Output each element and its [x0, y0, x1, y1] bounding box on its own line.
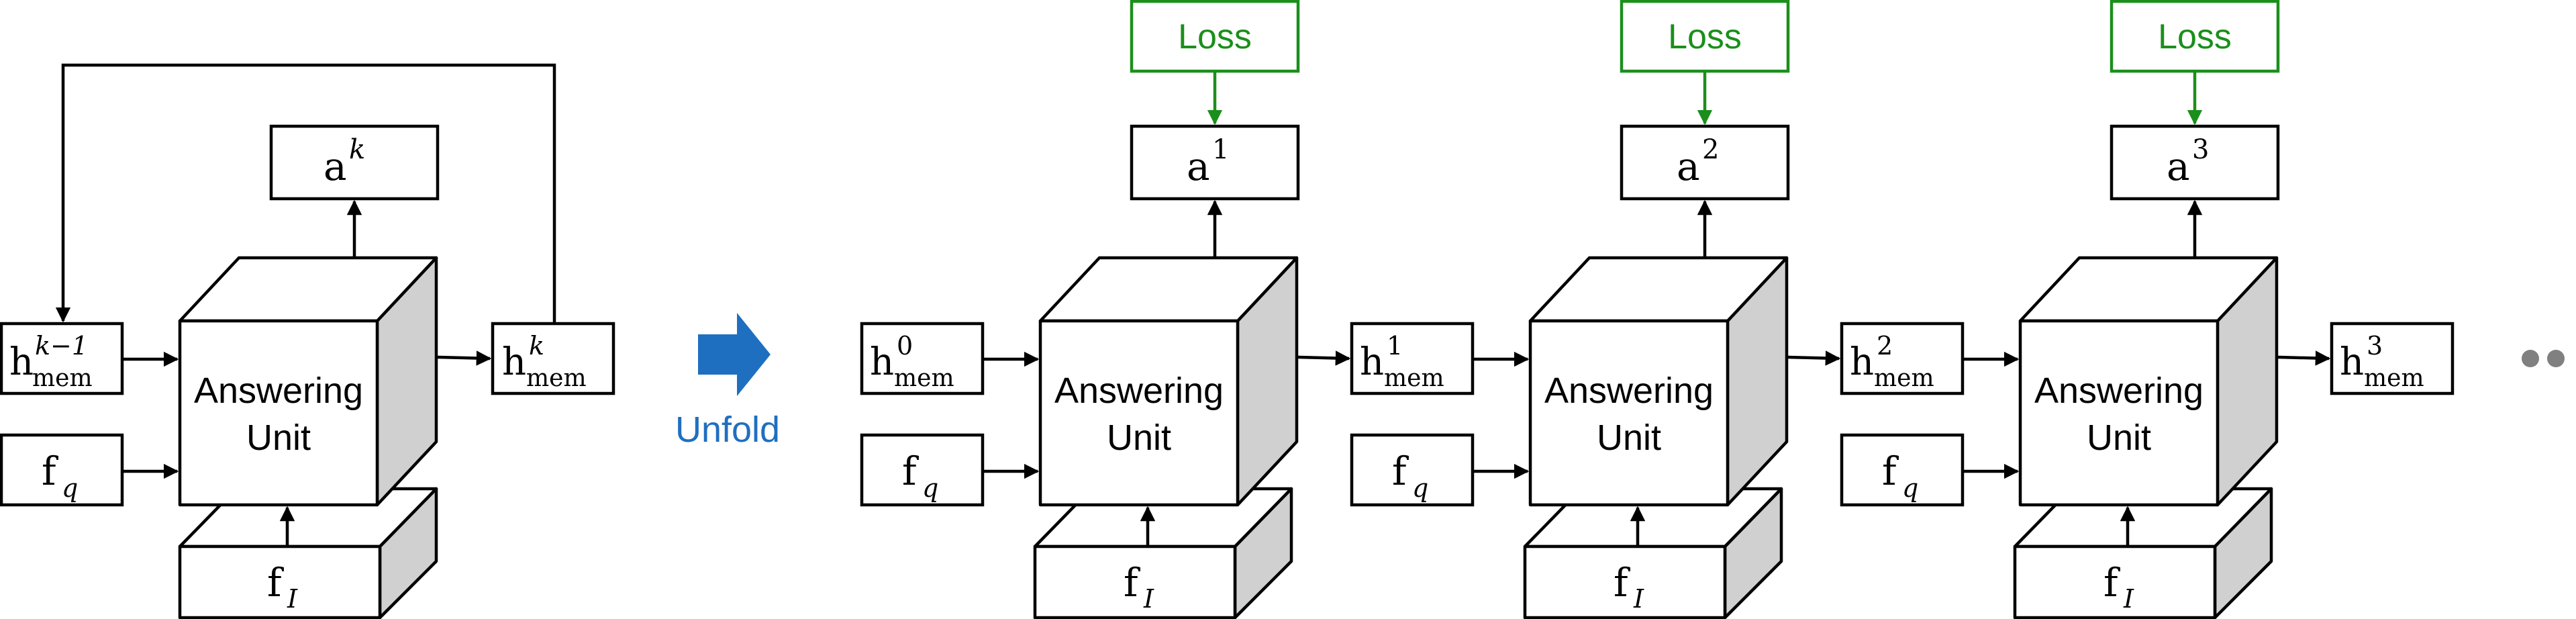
fq-sub-step3: q [1902, 473, 1918, 503]
hout-sub: mem [526, 365, 587, 392]
fq-base-step3: f [1882, 448, 1899, 494]
image-feature-block-front [178, 544, 382, 619]
h-mem-step1-in-sub: mem [894, 365, 954, 392]
unit-to-next-h-arrow-step1 [1297, 350, 1351, 366]
unfold-label: Unfold [675, 410, 780, 450]
fi-sub-step3: I [2123, 584, 2134, 614]
out-sup-step3: 3 [2192, 134, 2209, 165]
h-mem-step3-in-sub: mem [1874, 365, 1934, 392]
unfold-arrow-icon [698, 313, 771, 396]
out-base-step3: a [2167, 144, 2190, 189]
answering-unit-front-step1 [1038, 319, 1240, 507]
unit-to-hout-arrow [437, 350, 492, 366]
h-mem-step1-in-sup: 0 [897, 331, 913, 361]
h-mem-step1-in-box [860, 322, 985, 395]
ak-sup: k [349, 134, 365, 165]
out-sup-step1: 1 [1212, 134, 1229, 165]
hin-sup: k−1 [35, 331, 88, 361]
answering-unit-label2-step3: Unit [2087, 418, 2151, 458]
answering-unit-front [178, 319, 379, 507]
loss-box-step3 [2110, 0, 2280, 73]
h-mem-final-sup: 3 [2367, 331, 2383, 361]
hin-base: h [9, 340, 34, 384]
answering-unit-label1-step1: Answering [1054, 371, 1224, 411]
rolled-network: f I Answering Unit a k h k−1 mem f q h [0, 63, 615, 619]
out-base-step2: a [1677, 144, 1700, 189]
ellipsis-dot-1 [2522, 350, 2539, 367]
answering-unit-front-step2 [1528, 319, 1730, 507]
h-mem-step2-in-base: h [1360, 340, 1384, 384]
unit-to-next-h-arrow-step3 [2277, 350, 2331, 366]
fq-base-step2: f [1392, 448, 1409, 494]
h-mem-step1-in-base: h [870, 340, 894, 384]
fq-base: f [42, 448, 58, 494]
h-mem-step2-in-sub: mem [1384, 365, 1444, 392]
fq-box-step3 [1840, 433, 1965, 507]
loss-label-step3: Loss [2158, 17, 2232, 56]
output-box-ak [269, 124, 440, 201]
out-base-step1: a [1187, 144, 1210, 189]
fq-sub-step2: q [1412, 473, 1428, 503]
answering-unit-label1-step3: Answering [2034, 371, 2203, 411]
fi-base: f [267, 560, 284, 606]
fq-box-step2 [1350, 433, 1475, 507]
answering-unit-label1-step2: Answering [1544, 371, 1714, 411]
hin-sub: mem [32, 365, 93, 392]
h-mem-step2-in-sup: 1 [1387, 331, 1403, 361]
ellipsis-dot-2 [2547, 350, 2565, 367]
hout-base: h [502, 340, 526, 384]
fq-base-step1: f [902, 448, 919, 494]
fq-sub: q [62, 473, 78, 503]
output-box-step3 [2110, 124, 2280, 201]
h-mem-step3-in-sup: 2 [1877, 331, 1893, 361]
fi-block-front-step2 [1523, 544, 1727, 619]
fi-block-front-step3 [2013, 544, 2217, 619]
fq-sub-step1: q [922, 473, 938, 503]
h-mem-out-box [491, 322, 615, 395]
fi-block-front-step1 [1033, 544, 1237, 619]
fi-base-step2: f [1614, 560, 1630, 606]
answering-unit-label-line1: Answering [194, 371, 363, 411]
h-mem-step3-in-base: h [1850, 340, 1874, 384]
ak-base: a [324, 144, 347, 189]
hout-sup: k [529, 331, 544, 361]
h-mem-final-base: h [2340, 340, 2364, 384]
loss-label-step2: Loss [1668, 17, 1742, 56]
fi-base-step1: f [1124, 560, 1140, 606]
image-feature-block: f I [178, 487, 438, 619]
fi-sub: I [287, 584, 298, 614]
unit-to-next-h-arrow-step2 [1787, 350, 1841, 366]
h-mem-in-box [0, 322, 124, 395]
loss-label-step1: Loss [1178, 17, 1252, 56]
recurrent-loop-arrow [55, 63, 556, 324]
answering-unit-cube: Answering Unit [178, 256, 438, 507]
fi-sub-step1: I [1143, 584, 1154, 614]
output-box-step2 [1620, 124, 1790, 201]
answering-unit-front-step3 [2018, 319, 2220, 507]
unfold-arrow: Unfold [675, 313, 780, 450]
answering-unit-label-line2: Unit [246, 418, 311, 458]
h-mem-final-sub: mem [2364, 365, 2424, 392]
fi-sub-step2: I [1633, 584, 1644, 614]
output-box-step1 [1130, 124, 1300, 201]
out-sup-step2: 2 [1702, 134, 1719, 165]
h-mem-final-box [2330, 322, 2455, 395]
fq-box-step1 [860, 433, 985, 507]
loss-box-step1 [1130, 0, 1300, 73]
answering-unit-label2-step1: Unit [1107, 418, 1171, 458]
answering-unit-label2-step2: Unit [1597, 418, 1661, 458]
fi-base-step3: f [2103, 560, 2120, 606]
